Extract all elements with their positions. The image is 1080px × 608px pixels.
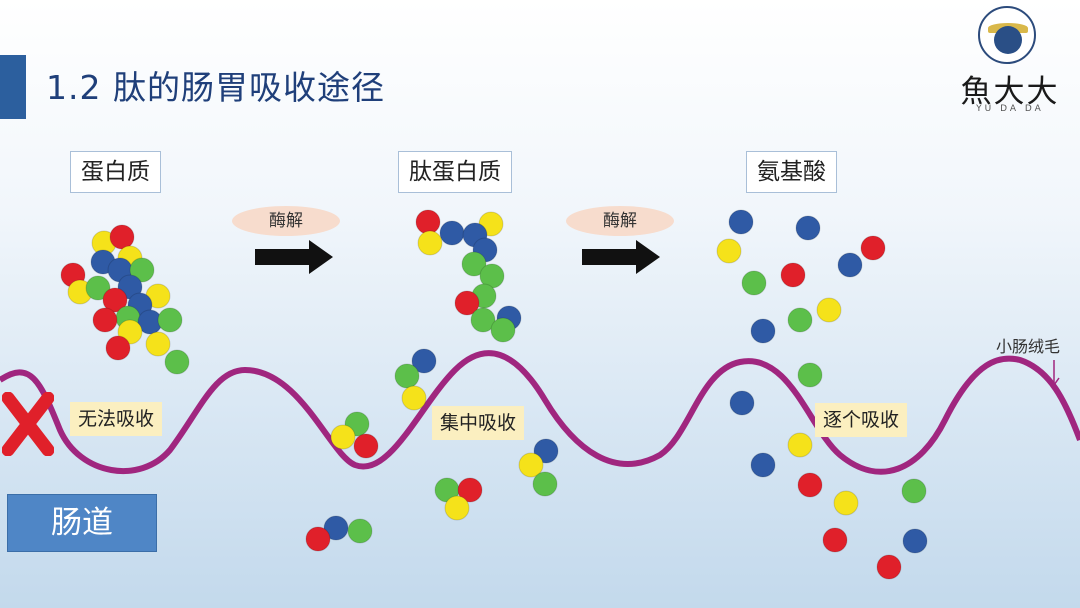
yellow-amino-acid-bead bbox=[787, 432, 813, 458]
yellow-amino-acid-bead bbox=[716, 238, 742, 264]
blue-amino-acid-bead bbox=[439, 220, 465, 246]
blue-amino-acid-bead bbox=[902, 528, 928, 554]
blue-amino-acid-bead bbox=[533, 438, 559, 464]
red-amino-acid-bead bbox=[305, 526, 331, 552]
green-amino-acid-bead bbox=[901, 478, 927, 504]
red-amino-acid-bead bbox=[876, 554, 902, 580]
logo-brand-latin: YU DA DA bbox=[976, 104, 1044, 114]
red-amino-acid-bead bbox=[102, 287, 128, 313]
green-amino-acid-bead bbox=[741, 270, 767, 296]
red-amino-acid-bead bbox=[454, 290, 480, 316]
blue-amino-acid-bead bbox=[837, 252, 863, 278]
right-arrow-icon bbox=[582, 240, 660, 274]
yellow-amino-acid-bead bbox=[401, 385, 427, 411]
yellow-amino-acid-bead bbox=[444, 495, 470, 521]
red-amino-acid-bead bbox=[353, 433, 379, 459]
green-amino-acid-bead bbox=[787, 307, 813, 333]
absorption-label-none: 无法吸收 bbox=[70, 402, 163, 436]
yellow-amino-acid-bead bbox=[816, 297, 842, 323]
green-amino-acid-bead bbox=[470, 307, 496, 333]
red-amino-acid-bead bbox=[780, 262, 806, 288]
cross-icon bbox=[2, 392, 54, 456]
red-amino-acid-bead bbox=[105, 335, 131, 361]
green-amino-acid-bead bbox=[532, 471, 558, 497]
logo-seal-icon bbox=[978, 6, 1036, 64]
yellow-amino-acid-bead bbox=[833, 490, 859, 516]
down-arrow-icon bbox=[1048, 360, 1060, 387]
green-amino-acid-bead bbox=[490, 317, 516, 343]
blue-amino-acid-bead bbox=[750, 318, 776, 344]
green-amino-acid-bead bbox=[157, 307, 183, 333]
yellow-amino-acid-bead bbox=[145, 331, 171, 357]
green-amino-acid-bead bbox=[394, 363, 420, 389]
stage-label-amino-acid: 氨基酸 bbox=[746, 151, 837, 193]
yellow-amino-acid-bead bbox=[330, 424, 356, 450]
page-title: 1.2 肽的肠胃吸收途径 bbox=[46, 68, 385, 107]
green-amino-acid-bead bbox=[129, 257, 155, 283]
stage-label-peptide: 肽蛋白质 bbox=[398, 151, 512, 193]
blue-amino-acid-bead bbox=[728, 209, 754, 235]
absorption-label-concentrated: 集中吸收 bbox=[432, 406, 525, 440]
right-arrow-icon bbox=[255, 240, 333, 274]
red-amino-acid-bead bbox=[860, 235, 886, 261]
green-amino-acid-bead bbox=[461, 251, 487, 277]
title-accent-bar bbox=[0, 55, 26, 119]
yellow-amino-acid-bead bbox=[417, 230, 443, 256]
brand-logo: 魚大大 YU DA DA bbox=[950, 6, 1070, 118]
blue-amino-acid-bead bbox=[750, 452, 776, 478]
intestinal-villi-wave bbox=[0, 350, 1080, 475]
green-amino-acid-bead bbox=[347, 518, 373, 544]
gut-label: 肠道 bbox=[7, 494, 157, 552]
absorption-label-individual: 逐个吸收 bbox=[815, 403, 908, 437]
villi-label: 小肠绒毛 bbox=[996, 337, 1061, 356]
green-amino-acid-bead bbox=[164, 349, 190, 375]
enzyme-label-1: 酶解 bbox=[232, 206, 340, 236]
blue-amino-acid-bead bbox=[411, 348, 437, 374]
red-amino-acid-bead bbox=[457, 477, 483, 503]
green-amino-acid-bead bbox=[85, 275, 111, 301]
yellow-amino-acid-bead bbox=[518, 452, 544, 478]
logo-brand-text: 魚大大 bbox=[960, 74, 1060, 110]
enzyme-label-2: 酶解 bbox=[566, 206, 674, 236]
green-amino-acid-bead bbox=[797, 362, 823, 388]
blue-amino-acid-bead bbox=[323, 515, 349, 541]
blue-amino-acid-bead bbox=[795, 215, 821, 241]
red-amino-acid-bead bbox=[415, 209, 441, 235]
red-amino-acid-bead bbox=[822, 527, 848, 553]
stage-label-protein: 蛋白质 bbox=[70, 151, 161, 193]
red-amino-acid-bead bbox=[92, 307, 118, 333]
red-amino-acid-bead bbox=[797, 472, 823, 498]
blue-amino-acid-bead bbox=[729, 390, 755, 416]
red-amino-acid-bead bbox=[109, 224, 135, 250]
